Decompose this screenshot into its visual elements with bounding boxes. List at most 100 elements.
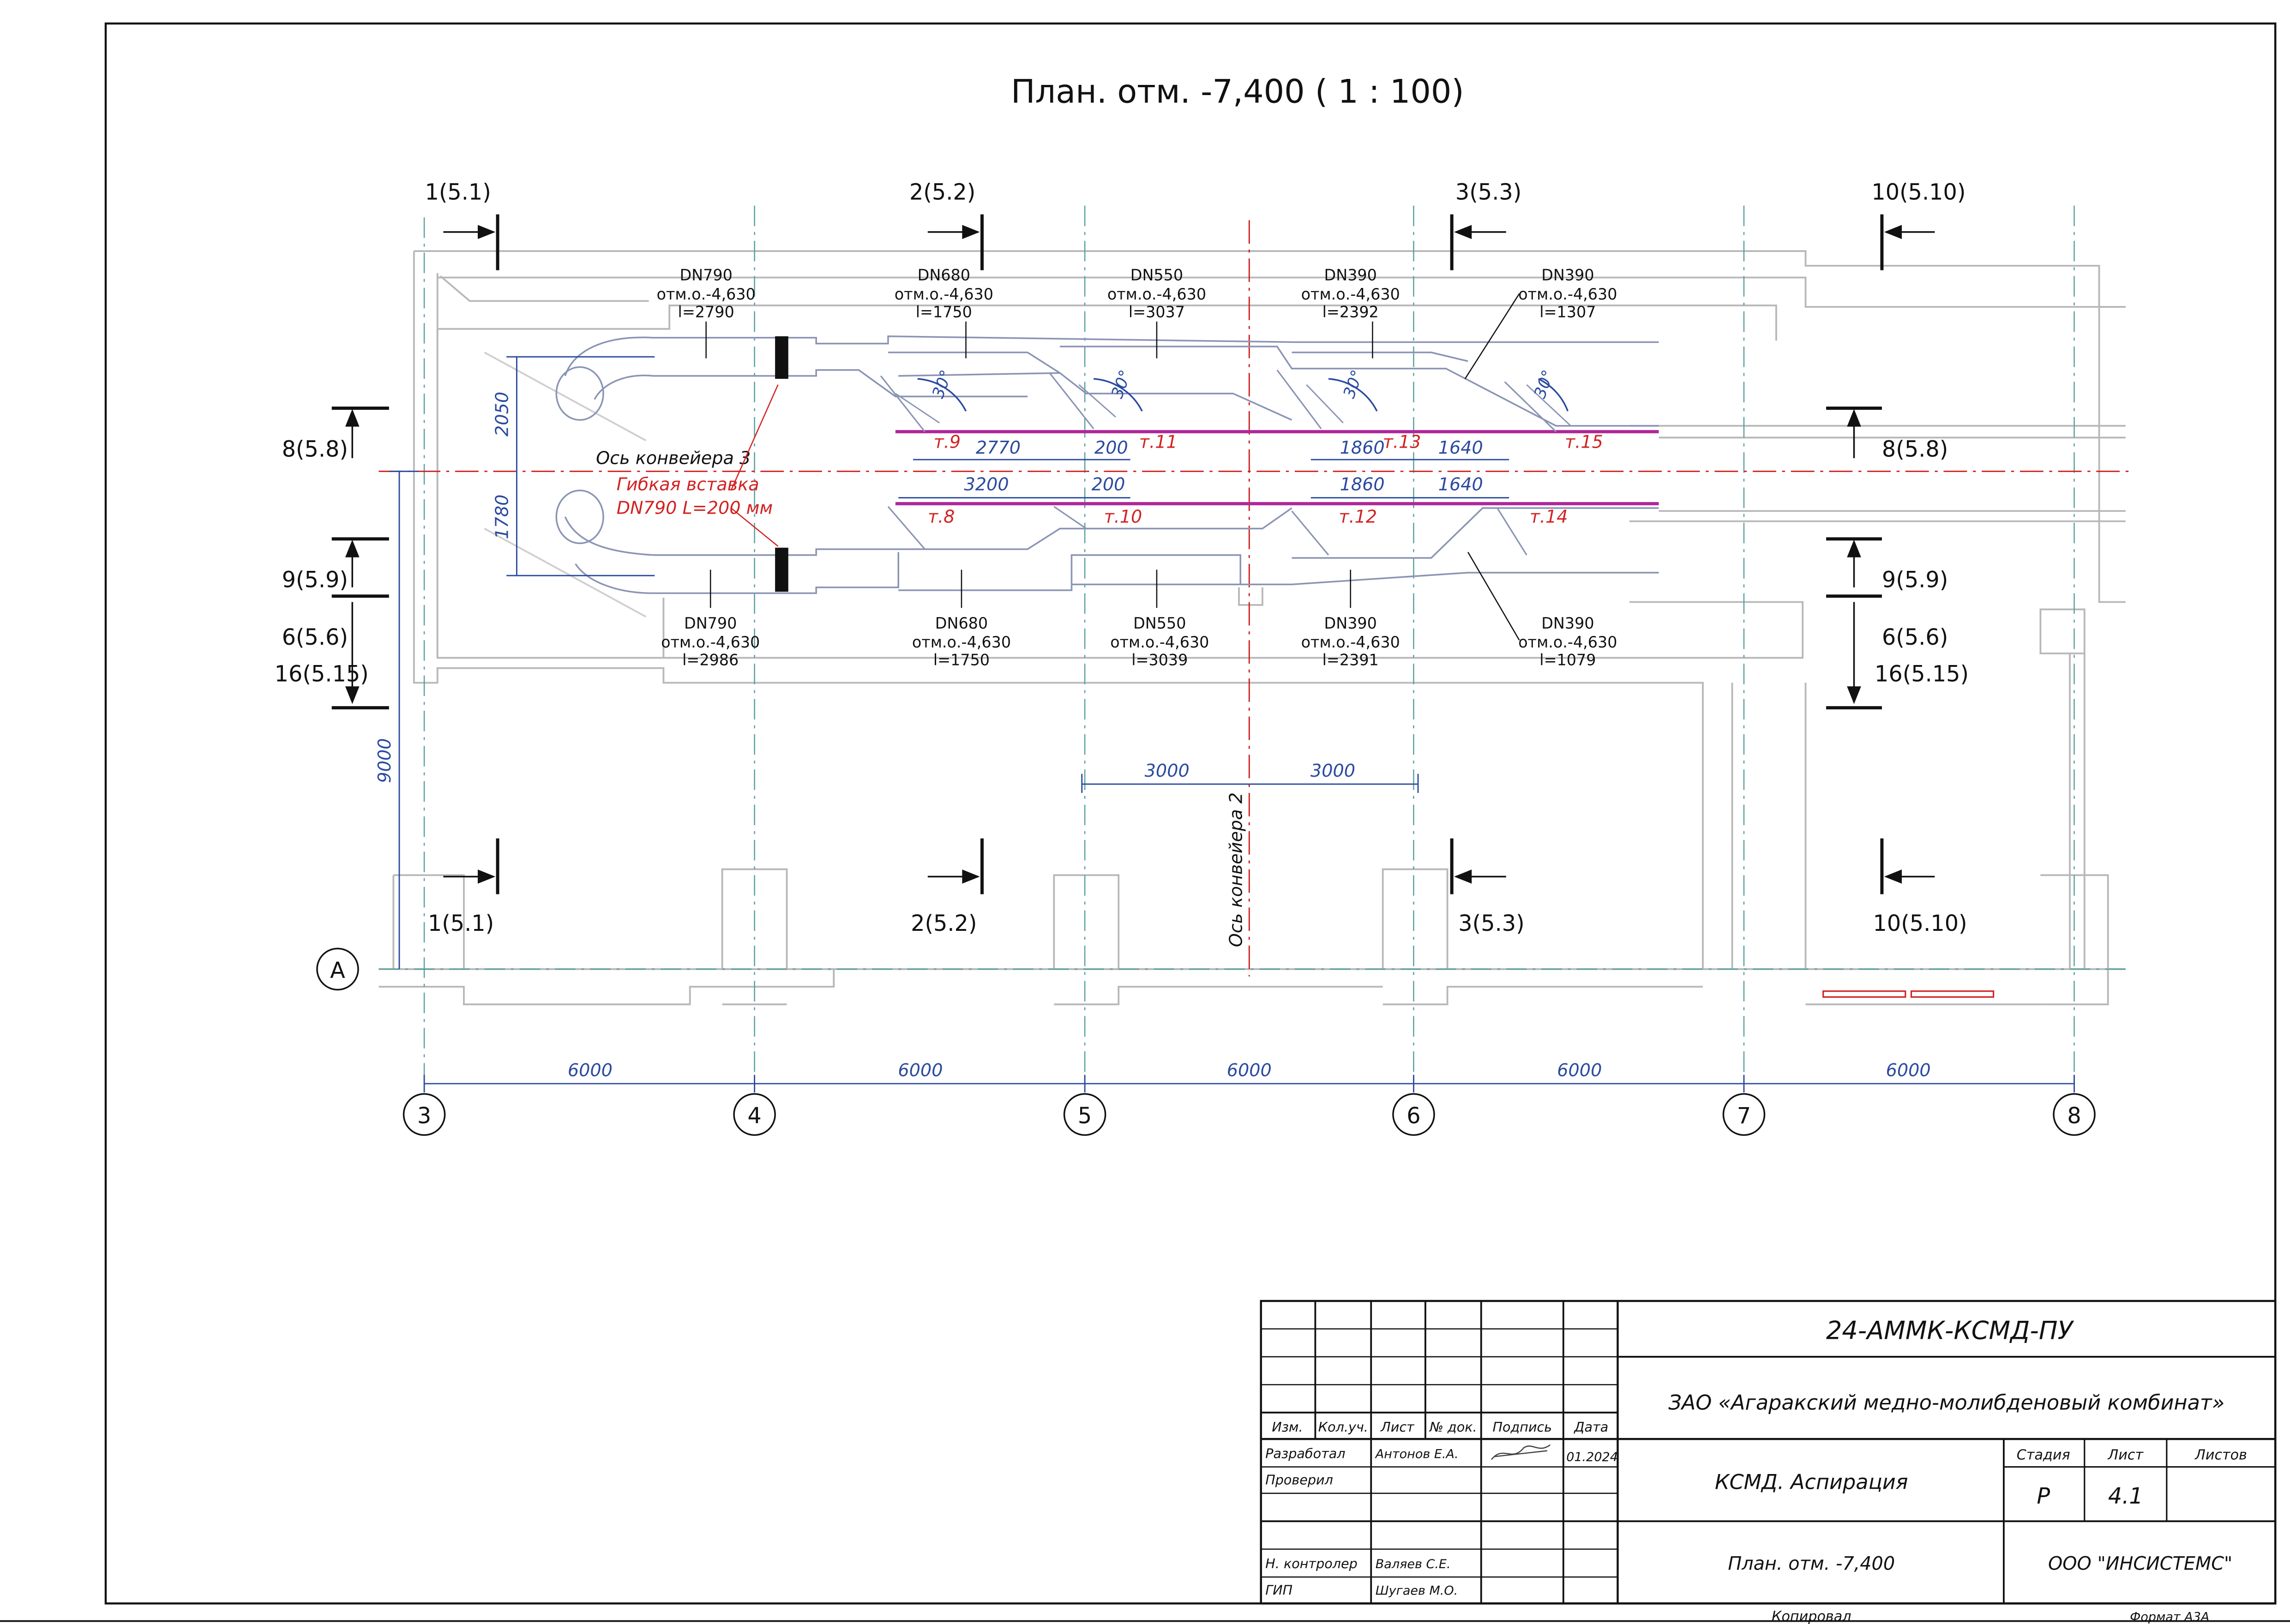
- stamp-stage-header: Стадия: [2017, 1447, 2070, 1463]
- stamp-sheets-header: Листов: [2194, 1447, 2247, 1463]
- stamp-header-sign: Подпись: [1492, 1419, 1552, 1435]
- point-t12: т.12: [1339, 507, 1377, 527]
- axis-4: 4: [747, 1103, 761, 1129]
- stamp-header-date: Дата: [1573, 1419, 1608, 1435]
- point-t9: т.9: [934, 432, 961, 452]
- stamp-role-3: Н. контролер: [1265, 1556, 1358, 1571]
- duct-bottom-3: DN550 отм.о.-4,630 l=3039: [1110, 614, 1209, 669]
- stamp-date-1: 01.2024: [1566, 1450, 1618, 1464]
- point-t8: т.8: [928, 507, 955, 527]
- duct-bottom: [555, 489, 1659, 594]
- conveyor2-label: Ось конвейера 2: [1226, 792, 1246, 947]
- duct-top-5: DN390 отм.о.-4,630 l=1307: [1518, 266, 1617, 321]
- dim-3000-1: 3000: [1145, 761, 1190, 781]
- duct-labels-top: DN790 отм.о.-4,630 l=2790 DN680 отм.о.-4…: [657, 266, 1617, 321]
- duct-bottom-4: DN390 отм.о.-4,630 l=2391: [1301, 614, 1400, 669]
- stamp-doc-code: 24-АММК-КСМД-ПУ: [1826, 1316, 2074, 1345]
- section-right-2: 9(5.9): [1882, 568, 1948, 593]
- point-t13: т.13: [1383, 432, 1421, 452]
- svg-text:DN790: DN790: [679, 266, 732, 284]
- dimension-lines: [389, 356, 2075, 1093]
- stamp-role-1: Разработал: [1265, 1445, 1345, 1461]
- stamp-format: Формат А3А: [2130, 1610, 2209, 1624]
- duct-top-2: DN680 отм.о.-4,630 l=1750: [895, 266, 993, 321]
- axis-6: 6: [1406, 1103, 1420, 1129]
- conveyor3-label: Ось конвейера 3: [596, 448, 751, 468]
- stamp-name-4: Шугаев М.О.: [1376, 1583, 1458, 1598]
- stamp-header-izm: Изм.: [1272, 1419, 1303, 1435]
- flex-insert-leaders: [730, 384, 779, 547]
- svg-text:DN680: DN680: [918, 266, 970, 284]
- stamp-header-kol: Кол.уч.: [1318, 1419, 1368, 1435]
- point-t10: т.10: [1104, 507, 1142, 527]
- signature-image: [1491, 1444, 1551, 1460]
- point-t11: т.11: [1139, 432, 1178, 452]
- conveyor-axes: [379, 220, 2132, 977]
- svg-text:DN390: DN390: [1324, 614, 1377, 632]
- section-markers-horizontal: [331, 407, 1882, 710]
- section-left-4: 16(5.15): [275, 661, 369, 687]
- axis-spacing-5: 6000: [1886, 1061, 1931, 1081]
- dim-left-2: 1780: [492, 494, 512, 539]
- flex-insert-label-1: Гибкая вставка: [617, 475, 759, 495]
- svg-text:l=2986: l=2986: [682, 651, 739, 669]
- axis-5: 5: [1078, 1103, 1092, 1129]
- dim-bottom-3: 1860: [1340, 475, 1385, 495]
- duct-bottom-5: DN390 отм.о.-4,630 l=1079: [1518, 614, 1617, 669]
- axis-labels: 3 4 5 6 7 8 A: [330, 958, 2081, 1129]
- axis-spacing-2: 6000: [898, 1061, 943, 1081]
- section-bottom-1: 1(5.1): [428, 911, 494, 936]
- flex-inserts: [775, 336, 788, 592]
- svg-text:отм.о.-4,630: отм.о.-4,630: [1518, 633, 1617, 651]
- svg-text:отм.о.-4,630: отм.о.-4,630: [912, 633, 1011, 651]
- svg-text:отм.о.-4,630: отм.о.-4,630: [1518, 285, 1617, 303]
- section-labels-vertical: 1(5.1) 2(5.2) 3(5.3) 10(5.10) 1(5.1) 2(5…: [425, 180, 1967, 937]
- svg-text:DN790: DN790: [684, 614, 737, 632]
- stamp-name-3: Валяев С.Е.: [1376, 1557, 1451, 1571]
- section-bottom-3: 3(5.3): [1458, 911, 1524, 936]
- plan-title: План. отм. -7,400 ( 1 : 100): [1011, 73, 1464, 111]
- axis-A: A: [330, 958, 345, 983]
- section-right-3: 6(5.6): [1882, 625, 1948, 650]
- svg-text:l=1079: l=1079: [1539, 651, 1596, 669]
- dim-texts: 2770 200 1860 1640 3200 200 1860 1640 20…: [375, 392, 1931, 1081]
- section-right-4: 16(5.15): [1875, 661, 1969, 687]
- svg-text:отм.о.-4,630: отм.о.-4,630: [661, 633, 760, 651]
- dim-3000-2: 3000: [1310, 761, 1355, 781]
- svg-text:l=2790: l=2790: [678, 303, 734, 321]
- stamp-header-doc: № док.: [1429, 1419, 1477, 1435]
- svg-text:l=3039: l=3039: [1131, 651, 1188, 669]
- svg-text:DN390: DN390: [1541, 266, 1594, 284]
- sheet-frame: [104, 22, 2277, 1605]
- stamp-project: КСМД. Аспирация: [1715, 1470, 1908, 1494]
- angle-labels: 30° 30° 30° 30°: [929, 368, 1558, 401]
- svg-text:DN390: DN390: [1324, 266, 1377, 284]
- section-left-3: 6(5.6): [282, 625, 348, 650]
- svg-text:отм.о.-4,630: отм.о.-4,630: [657, 285, 756, 303]
- svg-text:отм.о.-4,630: отм.о.-4,630: [1301, 633, 1400, 651]
- angle-arcs: [917, 378, 1569, 412]
- section-markers-vertical: [443, 214, 1935, 894]
- axis-bubbles: [316, 947, 2096, 1136]
- svg-text:отм.о.-4,630: отм.о.-4,630: [895, 285, 993, 303]
- angle-label-3: 30°: [1340, 368, 1367, 401]
- stamp-sheet-header: Лист: [2108, 1447, 2144, 1463]
- section-top-1: 1(5.1): [425, 180, 491, 205]
- stamp-name-1: Антонов Е.А.: [1375, 1447, 1459, 1461]
- duct-top-3: DN550 отм.о.-4,630 l=3037: [1107, 266, 1206, 321]
- stamp-copied: Копировал: [1772, 1609, 1851, 1624]
- svg-text:l=2391: l=2391: [1322, 651, 1379, 669]
- section-bottom-2: 2(5.2): [911, 911, 977, 936]
- stamp-role-2: Проверил: [1265, 1472, 1333, 1488]
- point-labels: т.9 т.11 т.13 т.15 т.8 т.10 т.12 т.14: [928, 432, 1603, 527]
- section-top-4: 10(5.10): [1871, 180, 1965, 205]
- stamp-header-list: Лист: [1380, 1419, 1415, 1435]
- duct-top-1: DN790 отм.о.-4,630 l=2790: [657, 266, 756, 321]
- svg-text:DN550: DN550: [1130, 266, 1183, 284]
- section-left-2: 9(5.9): [282, 568, 348, 593]
- svg-text:отм.о.-4,630: отм.о.-4,630: [1301, 285, 1400, 303]
- stamp-sheet-title: План. отм. -7,400: [1728, 1553, 1895, 1574]
- svg-text:l=2392: l=2392: [1322, 303, 1379, 321]
- svg-text:отм.о.-4,630: отм.о.-4,630: [1107, 285, 1206, 303]
